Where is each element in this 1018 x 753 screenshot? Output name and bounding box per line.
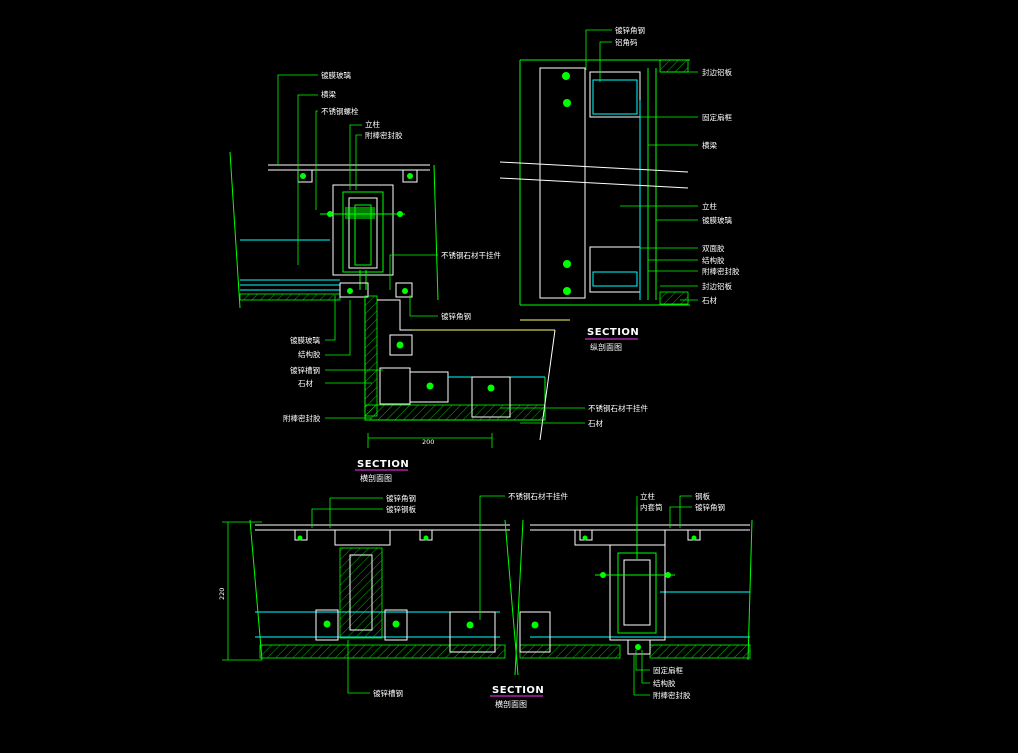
label-tl-sealant2: 附棒密封胶 bbox=[283, 413, 321, 423]
label-b-angle2: 镀锌角钢 bbox=[695, 502, 725, 512]
view-bottom: 220 镀锌角钢 镀锌钢板 不锈钢石材干挂件 立柱 内套筒 钢板 镀锌角钢 镀锌… bbox=[218, 491, 753, 709]
label-tl-structural: 结构胶 bbox=[298, 349, 321, 359]
label-b-angle: 镀锌角钢 bbox=[386, 493, 416, 503]
label-tl-channel: 镀锌槽钢 bbox=[290, 365, 320, 375]
label-b-column: 立柱 bbox=[640, 491, 655, 501]
tl-dimension: 200 bbox=[422, 438, 434, 446]
label-b-plate: 镀锌钢板 bbox=[386, 504, 416, 514]
label-tr-structural: 结构胶 bbox=[702, 255, 725, 265]
tl-subtitle: 横剖面图 bbox=[360, 473, 392, 483]
label-tr-beam: 横梁 bbox=[702, 140, 717, 150]
label-tl-stone2: 石材 bbox=[588, 418, 603, 428]
label-tl-sealant: 附棒密封胶 bbox=[365, 130, 403, 140]
label-b-connector: 不锈钢石材干挂件 bbox=[508, 491, 568, 501]
tl-title: SECTION bbox=[357, 459, 409, 470]
label-tr-panel2: 封边铝板 bbox=[702, 281, 732, 291]
label-tr-column: 立柱 bbox=[702, 201, 717, 211]
b-subtitle: 横剖面图 bbox=[495, 699, 527, 709]
label-b-sealant: 附棒密封胶 bbox=[653, 690, 691, 700]
label-tl-connector2: 不锈钢石材干挂件 bbox=[588, 403, 648, 413]
label-tl-stone: 石材 bbox=[298, 378, 313, 388]
label-tl-bolt: 不锈钢螺栓 bbox=[321, 106, 359, 116]
label-tr-fixbeam: 固定扇框 bbox=[702, 112, 732, 122]
label-b-fixbeam: 固定扇框 bbox=[653, 665, 683, 675]
label-tr-code: 铝角码 bbox=[615, 37, 638, 47]
tr-title: SECTION bbox=[587, 327, 639, 338]
label-b-steel: 钢板 bbox=[695, 491, 710, 501]
b-dimension: 220 bbox=[218, 588, 226, 600]
view-top-left: 200 镀膜玻璃 横梁 不锈钢螺栓 立柱 附棒密封胶 不锈钢石材干挂件 镀锌角钢… bbox=[229, 70, 648, 483]
label-tl-beam: 横梁 bbox=[321, 89, 336, 99]
label-tr-angle: 镀锌角钢 bbox=[615, 25, 645, 35]
label-tl-glass2: 镀膜玻璃 bbox=[290, 335, 320, 345]
label-tr-panel: 封边铝板 bbox=[702, 67, 732, 77]
label-tr-double: 双面胶 bbox=[702, 243, 725, 253]
label-tr-glass: 镀膜玻璃 bbox=[702, 215, 732, 225]
label-tl-glass: 镀膜玻璃 bbox=[321, 70, 351, 80]
label-b-channel: 镀锌槽钢 bbox=[373, 688, 403, 698]
label-tr-stone: 石材 bbox=[702, 295, 717, 305]
label-tl-column: 立柱 bbox=[365, 119, 380, 129]
label-b-inner: 内套筒 bbox=[640, 502, 663, 512]
label-b-structural: 结构胶 bbox=[653, 678, 676, 688]
view-top-right: 镀锌角钢 铝角码 封边铝板 固定扇框 横梁 立柱 镀膜玻璃 双面胶 结构胶 附棒… bbox=[499, 25, 740, 352]
b-title: SECTION bbox=[492, 685, 544, 696]
label-tr-sealant: 附棒密封胶 bbox=[702, 266, 740, 276]
tr-subtitle: 纵剖面图 bbox=[590, 342, 622, 352]
label-tl-connector: 不锈钢石材干挂件 bbox=[441, 250, 501, 260]
label-tl-angle: 镀锌角钢 bbox=[441, 311, 471, 321]
